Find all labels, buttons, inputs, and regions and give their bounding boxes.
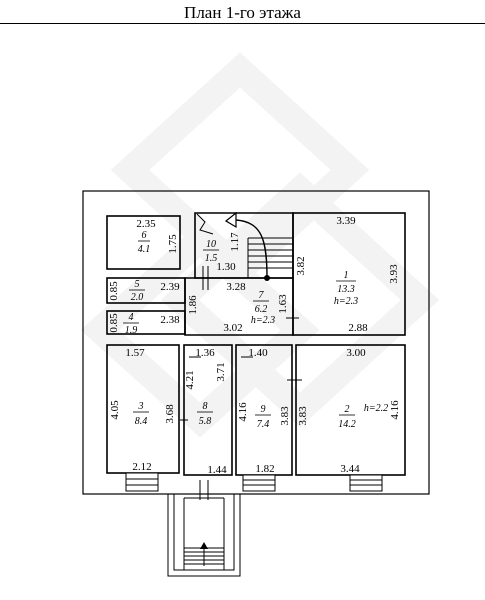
room-7-height: h=2.3 bbox=[251, 315, 275, 326]
room-1-area: 13.3 bbox=[337, 284, 355, 295]
room-1-number: 1 bbox=[344, 270, 349, 281]
room-7-area: 6.2 bbox=[255, 304, 268, 315]
dim-r7-bottom: 3.02 bbox=[223, 322, 242, 334]
room-9-number: 9 bbox=[261, 404, 266, 415]
room-7-outline bbox=[184, 277, 294, 336]
dim-r9-bottom: 1.82 bbox=[255, 463, 274, 475]
dim-r2-top: 3.00 bbox=[346, 347, 366, 359]
dim-r10-bottom: 1.30 bbox=[216, 261, 236, 273]
dim-r4-right: 2.38 bbox=[160, 314, 180, 326]
dim-r6-top: 2.35 bbox=[136, 218, 156, 230]
room-7-number: 7 bbox=[259, 290, 265, 301]
stair-arrow bbox=[230, 219, 268, 279]
room-4-area: 1.9 bbox=[125, 325, 138, 336]
dim-r1-bottom: 2.88 bbox=[348, 322, 368, 334]
dim-r9-left: 4.16 bbox=[237, 402, 249, 422]
entry-arrow bbox=[200, 542, 208, 549]
dim-r4-left: 0.85 bbox=[108, 313, 120, 333]
stair-arrow-head bbox=[224, 211, 237, 229]
dim-r8-top: 1.36 bbox=[195, 347, 215, 359]
room-8-outline bbox=[183, 344, 233, 476]
dim-r3-top: 1.57 bbox=[125, 347, 145, 359]
dim-r10-side: 1.17 bbox=[229, 232, 241, 252]
room-3-number: 3 bbox=[138, 401, 144, 412]
room-2-number: 2 bbox=[345, 404, 350, 415]
room-1-outline bbox=[292, 212, 406, 336]
room-5-area: 2.0 bbox=[131, 292, 144, 303]
room-labels: 6 4.1 10 1.5 1 13.3 h=2.3 5 2.0 4 1.9 7 … bbox=[123, 230, 388, 430]
dim-r2-bottom: 3.44 bbox=[340, 463, 360, 475]
dim-r5-left: 0.85 bbox=[108, 281, 120, 301]
room-2-height: h=2.2 bbox=[364, 403, 388, 414]
dim-r3-left: 4.05 bbox=[109, 400, 121, 420]
dimension-labels: 2.35 3.39 1.30 2.39 3.28 2.38 3.02 2.88 … bbox=[125, 215, 368, 476]
page-title: План 1-го этажа bbox=[184, 3, 301, 22]
dim-r1-right: 3.93 bbox=[388, 264, 400, 284]
dim-r9-right: 3.83 bbox=[279, 406, 291, 426]
room-10-number: 10 bbox=[206, 239, 216, 250]
room-6-number: 6 bbox=[142, 230, 147, 241]
dim-r8-left: 4.21 bbox=[184, 370, 196, 389]
room-8-area: 5.8 bbox=[199, 416, 212, 427]
dim-r1-left: 3.82 bbox=[295, 256, 307, 275]
dim-r7-top: 3.28 bbox=[226, 281, 246, 293]
dim-r1-top: 3.39 bbox=[336, 215, 356, 227]
room-6-area: 4.1 bbox=[138, 244, 151, 255]
header-rule bbox=[0, 23, 485, 24]
room-8-number: 8 bbox=[203, 401, 208, 412]
stair-steps bbox=[196, 213, 293, 278]
dim-r8-bottom: 1.44 bbox=[207, 464, 227, 476]
dim-r2-left: 3.83 bbox=[297, 406, 309, 426]
door-ticks bbox=[180, 266, 302, 421]
room-6-outline bbox=[106, 215, 181, 270]
stair-dot bbox=[264, 275, 270, 281]
room-3-area: 8.4 bbox=[135, 416, 148, 427]
room-4-number: 4 bbox=[129, 312, 134, 323]
page-header: План 1-го этажа bbox=[0, 0, 485, 26]
dim-r6-side: 1.75 bbox=[167, 234, 179, 254]
dim-r2-right: 4.16 bbox=[389, 400, 401, 420]
outer-boundary bbox=[82, 190, 430, 495]
windows bbox=[125, 472, 383, 492]
dim-r8-right: 3.71 bbox=[215, 362, 227, 381]
dim-r3-bottom: 2.12 bbox=[132, 461, 151, 473]
room-9-area: 7.4 bbox=[257, 419, 270, 430]
vertical-dimension-labels: 1.75 1.17 3.82 3.93 0.85 0.85 1.86 1.63 … bbox=[108, 232, 401, 426]
dim-r5-right: 2.39 bbox=[160, 281, 180, 293]
room-2-area: 14.2 bbox=[338, 419, 356, 430]
dim-r7-right: 1.63 bbox=[277, 294, 289, 314]
entry-porch bbox=[167, 480, 241, 577]
dim-r7-left: 1.86 bbox=[187, 295, 199, 315]
dim-r9-top: 1.40 bbox=[248, 347, 268, 359]
room-1-height: h=2.3 bbox=[334, 296, 358, 307]
room-5-number: 5 bbox=[135, 279, 140, 290]
room-10-area: 1.5 bbox=[205, 253, 218, 264]
watermark bbox=[80, 52, 440, 438]
dim-r3-right: 3.68 bbox=[164, 404, 176, 424]
